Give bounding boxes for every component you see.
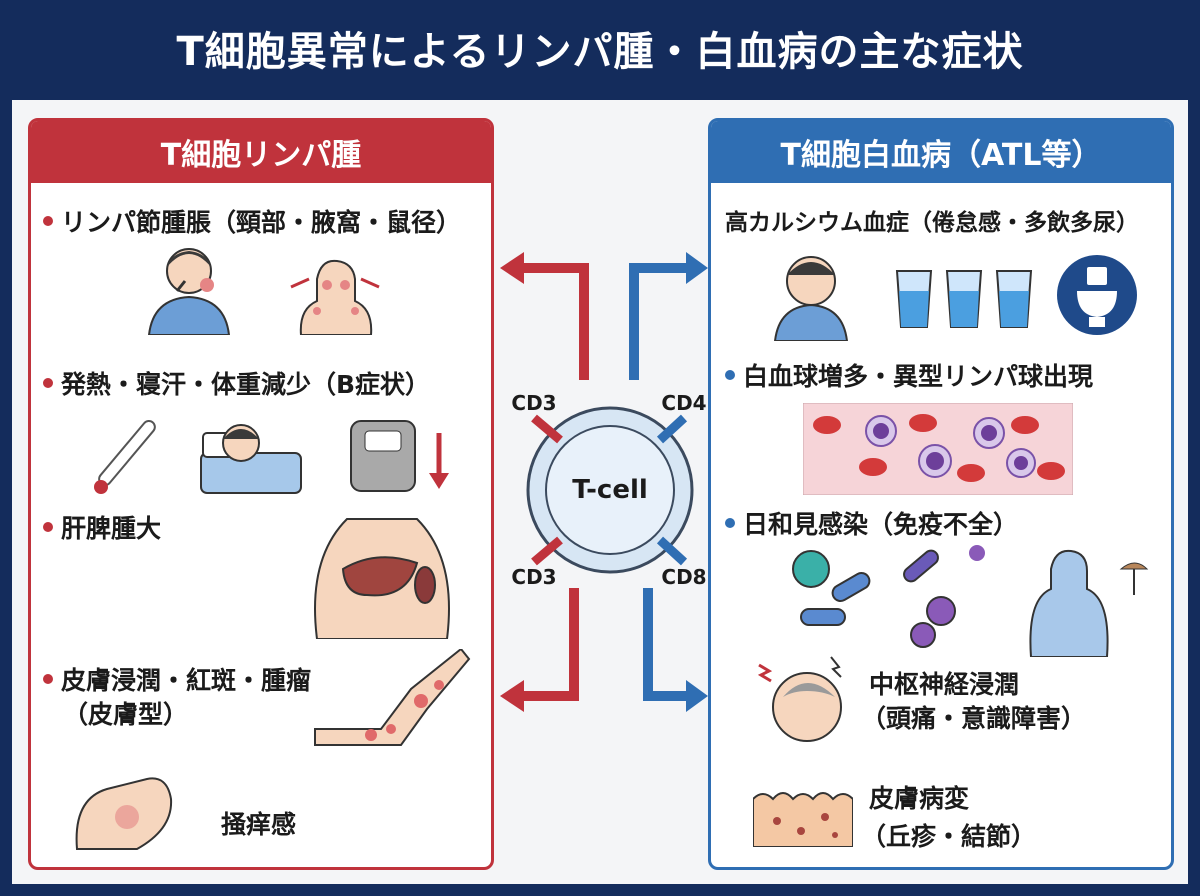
skin-rash-arm-illustration bbox=[314, 649, 471, 746]
arrowhead-leukemia-bottom bbox=[686, 680, 708, 712]
bullet-icon bbox=[725, 518, 735, 528]
page-title: T細胞異常によるリンパ腫・白血病の主な症状 bbox=[176, 29, 1024, 75]
blood-smear-illustration bbox=[803, 403, 1073, 495]
receptor-cd4 bbox=[656, 414, 688, 444]
lymph-node-illustration bbox=[147, 248, 380, 335]
symptom-skin-infiltration-sub: （皮膚型） bbox=[63, 700, 189, 729]
bullet-icon bbox=[43, 378, 53, 388]
arrowhead-leukemia-top bbox=[686, 252, 708, 284]
hypercalcemia-illustration bbox=[773, 255, 1137, 341]
liver-spleen-illustration bbox=[314, 518, 450, 639]
toilet-icon bbox=[1057, 255, 1137, 335]
lymphoma-panel: T細胞リンパ腫 リンパ節腫脹（頸部・腋窩・鼠径） 発熱・寝汗・体重減少（B症状） bbox=[28, 118, 494, 870]
symptom-skin-lesion-sub: （丘疹・結節） bbox=[861, 822, 1037, 851]
infection-illustration bbox=[792, 545, 1149, 657]
arrow-to-leukemia-top bbox=[629, 263, 686, 380]
arrow-to-leukemia-bottom bbox=[643, 588, 686, 701]
receptor-cd3-top bbox=[531, 414, 563, 444]
symptom-pruritus: 掻痒感 bbox=[221, 810, 297, 839]
water-glass-icon bbox=[995, 270, 1033, 328]
water-glass-icon bbox=[945, 270, 983, 328]
marker-cd3-bottom: CD3 bbox=[511, 565, 556, 589]
tired-person-icon bbox=[773, 256, 849, 341]
thermometer-icon bbox=[94, 419, 156, 494]
lymphoma-panel-title: T細胞リンパ腫 bbox=[31, 121, 491, 183]
symptom-skin-lesion: 皮膚病変 bbox=[869, 784, 970, 813]
skin-lesion-icon bbox=[753, 792, 853, 847]
headache-icon bbox=[757, 656, 842, 742]
receptor-cd3-bottom bbox=[531, 536, 563, 566]
bullet-icon bbox=[43, 216, 53, 226]
arrowhead-lymphoma-bottom bbox=[500, 680, 524, 712]
t-cell-inner bbox=[545, 425, 675, 555]
symptom-lymph-node-swelling: リンパ節腫脹（頸部・腋窩・鼠径） bbox=[43, 203, 461, 239]
itching-hands-illustration bbox=[75, 777, 173, 850]
marker-cd8: CD8 bbox=[661, 565, 706, 589]
symptom-hepatosplenomegaly: 肝脾腫大 bbox=[43, 509, 161, 545]
marker-cd4: CD4 bbox=[661, 391, 706, 415]
symptom-opportunistic-infection: 日和見感染（免疫不全） bbox=[725, 505, 1018, 541]
arrow-to-lymphoma-bottom bbox=[524, 588, 579, 701]
bullet-icon bbox=[725, 370, 735, 380]
scale-icon bbox=[350, 420, 449, 492]
symptom-cns-infiltration: 中枢神経浸潤 bbox=[869, 670, 1020, 699]
symptom-cns-infiltration-sub: （頭痛・意識障害） bbox=[861, 704, 1087, 733]
sick-person-bed-icon bbox=[200, 424, 302, 494]
t-cell-label: T-cell bbox=[572, 475, 648, 505]
bullet-icon bbox=[43, 674, 53, 684]
bullet-icon bbox=[43, 522, 53, 532]
t-cell-diagram: T-cell CD3 CD4 CD3 CD8 bbox=[500, 252, 708, 712]
symptom-b-symptoms: 発熱・寝汗・体重減少（B症状） bbox=[43, 365, 430, 401]
header-bar: T細胞異常によるリンパ腫・白血病の主な症状 bbox=[0, 0, 1200, 96]
receptor-cd8 bbox=[656, 536, 688, 566]
symptom-skin-infiltration: 皮膚浸潤・紅斑・腫瘤 bbox=[43, 661, 311, 697]
fever-sweat-weight-illustration bbox=[94, 419, 449, 494]
leukemia-panel: T細胞白血病（ATL等） 高カルシウム血症（倦怠感・多飲多尿） bbox=[708, 118, 1174, 870]
leukemia-panel-title: T細胞白血病（ATL等） bbox=[711, 121, 1171, 183]
arrowhead-lymphoma-top bbox=[500, 252, 524, 284]
symptom-leukocytosis: 白血球増多・異型リンパ球出現 bbox=[725, 357, 1093, 393]
symptom-hypercalcemia: 高カルシウム血症（倦怠感・多飲多尿） bbox=[725, 210, 1139, 236]
diagram-canvas: T細胞リンパ腫 リンパ節腫脹（頸部・腋窩・鼠径） 発熱・寝汗・体重減少（B症状） bbox=[12, 100, 1188, 884]
water-glass-icon bbox=[895, 270, 933, 328]
arrow-to-lymphoma-top bbox=[524, 263, 589, 380]
marker-cd3-top: CD3 bbox=[511, 391, 556, 415]
